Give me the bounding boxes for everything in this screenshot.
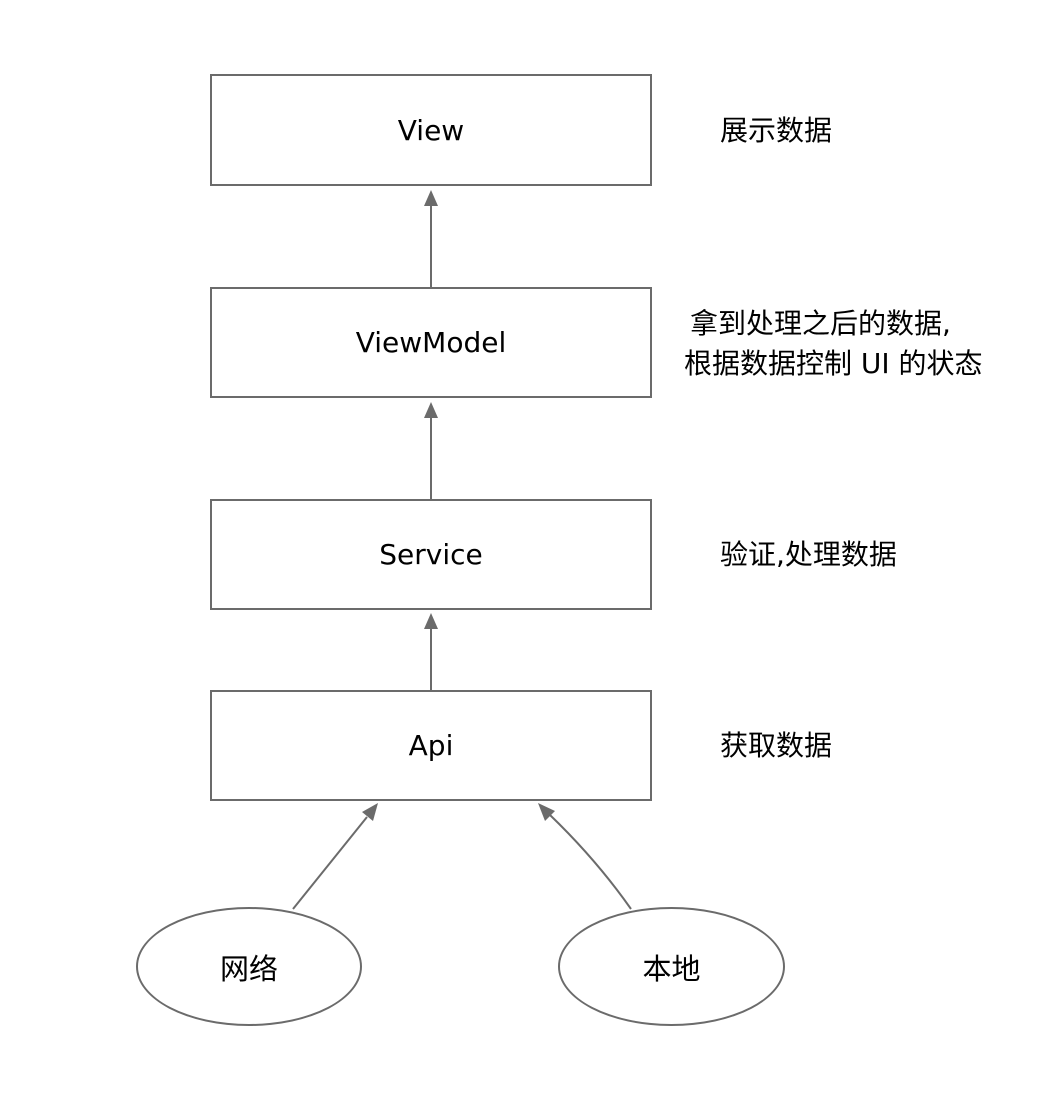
view-note: 展示数据: [720, 114, 833, 147]
viewmodel-box: ViewModel: [210, 287, 652, 398]
api-box-label: Api: [408, 729, 454, 762]
viewmodel-note-line-2: 根据数据控制 UI 的状态: [684, 347, 983, 380]
view-box-label: View: [397, 113, 465, 147]
network-node-label: 网络: [219, 951, 278, 986]
local-node-label: 本地: [642, 951, 701, 986]
arrow-service-to-viewmodel: [424, 402, 438, 499]
service-box-label: Service: [379, 538, 483, 571]
api-box: Api: [210, 690, 652, 801]
service-note: 验证,处理数据: [720, 538, 897, 571]
view-box: View: [210, 74, 652, 186]
viewmodel-note-line-1: 拿到处理之后的数据,: [690, 307, 951, 340]
arrow-api-to-service: [424, 613, 438, 690]
local-node: 本地: [558, 907, 785, 1026]
arrow-network-to-api: [292, 803, 378, 910]
arrow-viewmodel-to-view: [424, 190, 438, 287]
api-note: 获取数据: [720, 729, 833, 762]
viewmodel-note: 拿到处理之后的数据, 根据数据控制 UI 的状态: [684, 304, 983, 384]
viewmodel-box-label: ViewModel: [355, 326, 507, 359]
network-node: 网络: [136, 907, 362, 1026]
service-box: Service: [210, 499, 652, 610]
arrow-local-to-api: [538, 803, 632, 910]
